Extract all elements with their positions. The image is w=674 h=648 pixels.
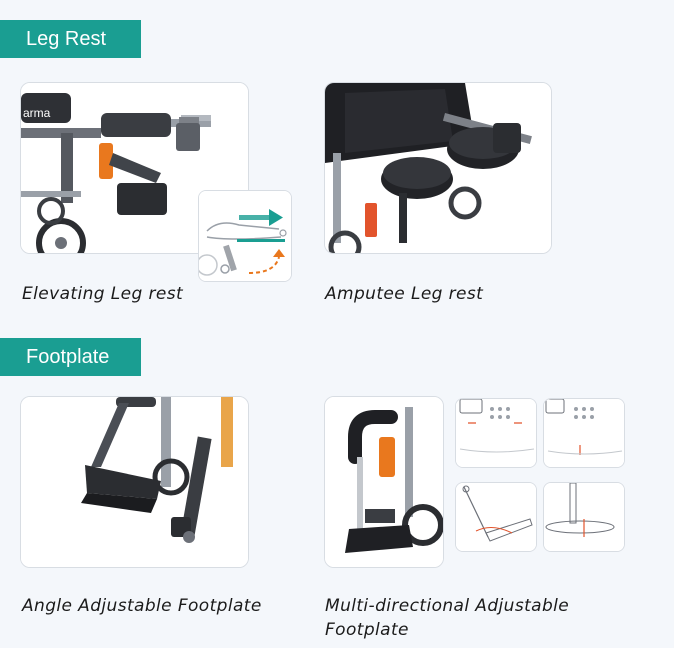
elevating-leg-rest-photo: arma bbox=[20, 82, 249, 254]
elevating-leg-rest-diagram-inset bbox=[198, 190, 292, 282]
multi-directional-footplate-photo bbox=[324, 396, 444, 568]
amputee-leg-rest-photo bbox=[324, 82, 552, 254]
leg-rest-section-title: Leg Rest bbox=[0, 20, 141, 58]
footplate-diagram-top-left bbox=[455, 398, 537, 468]
footplate-section-title: Footplate bbox=[0, 338, 141, 376]
footplate-diagram-bottom-right bbox=[543, 482, 625, 552]
angle-adjustable-footplate-caption: Angle Adjustable Footplate bbox=[22, 596, 262, 616]
elevating-leg-rest-caption: Elevating Leg rest bbox=[22, 284, 184, 304]
angle-adjustable-footplate-photo bbox=[20, 396, 249, 568]
amputee-leg-rest-caption: Amputee Leg rest bbox=[325, 284, 484, 304]
brand-logo-text: arma bbox=[23, 106, 51, 120]
multi-directional-footplate-caption: Multi-directional Adjustable Footplate bbox=[325, 596, 570, 640]
footplate-diagram-bottom-left bbox=[455, 482, 537, 552]
footplate-diagram-top-right bbox=[543, 398, 625, 468]
